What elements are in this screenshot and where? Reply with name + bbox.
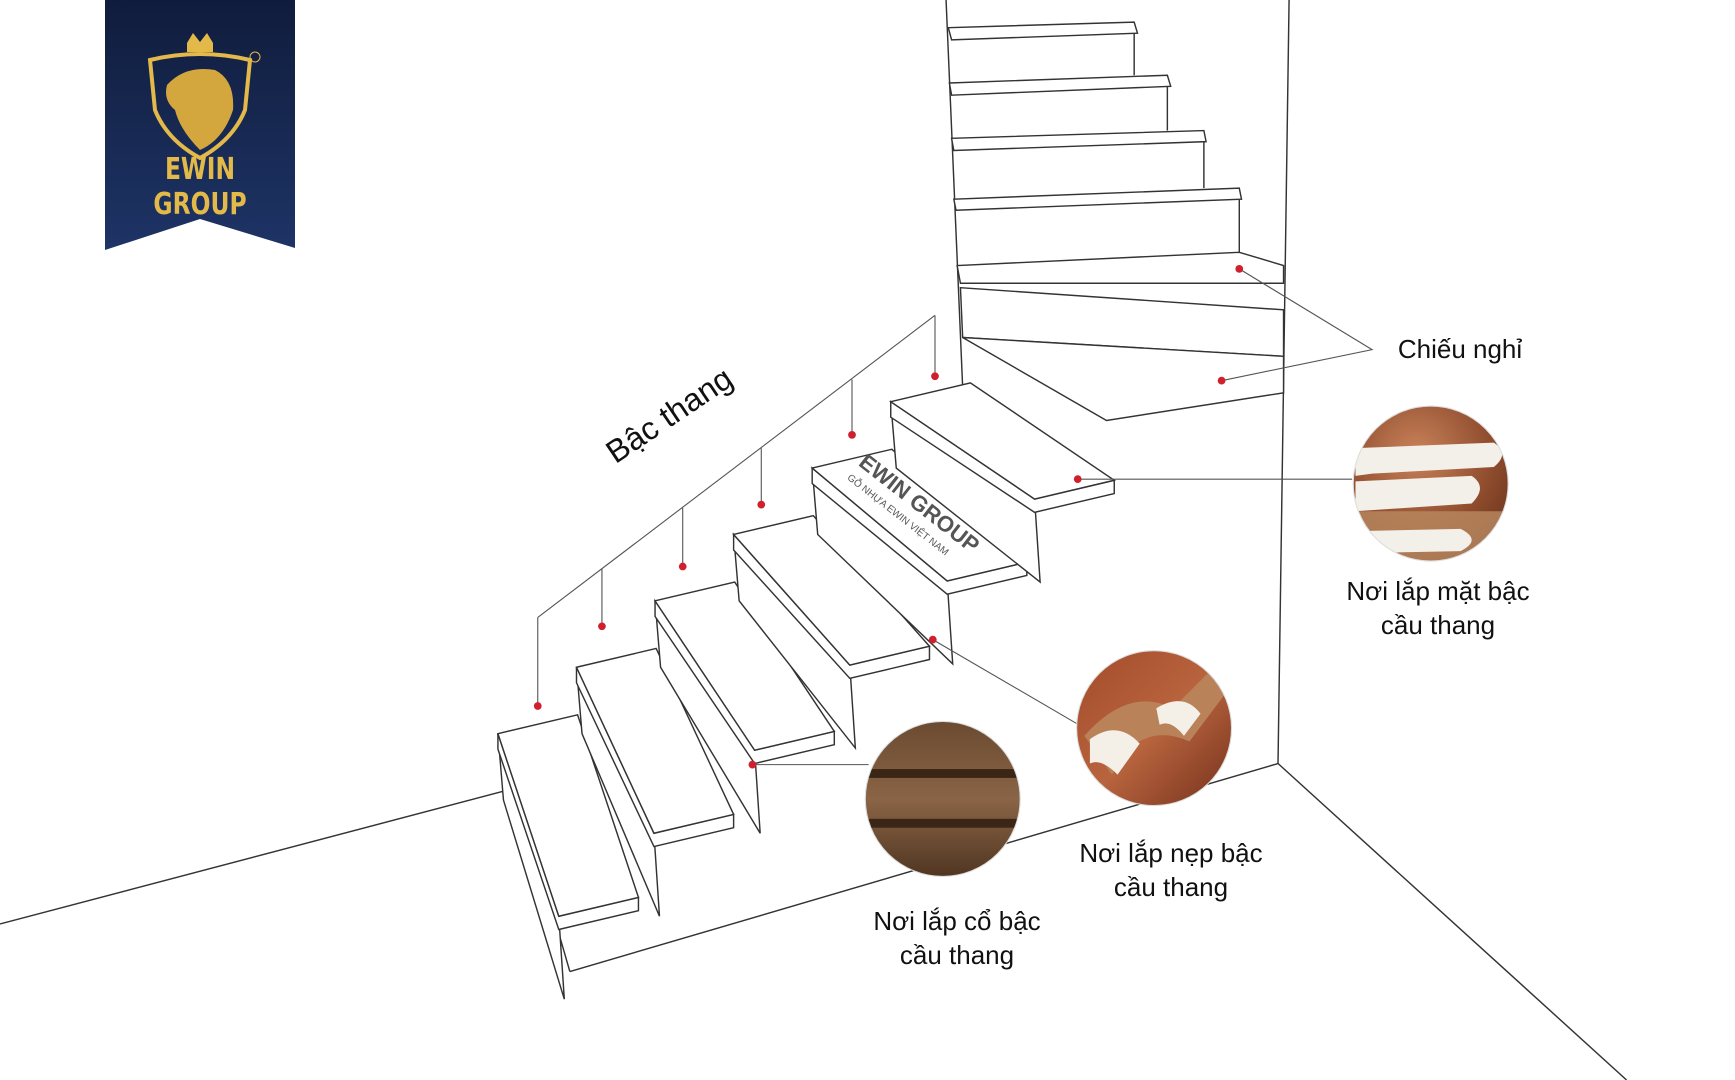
riser-product-image bbox=[865, 721, 1021, 877]
step-tread bbox=[888, 382, 1117, 500]
upper-flight bbox=[947, 21, 1285, 422]
logo-text: EWIN GROUP bbox=[153, 152, 247, 222]
marker-dots bbox=[533, 265, 1244, 769]
tread-label-line1: Nơi lắp mặt bậc bbox=[1346, 576, 1530, 606]
nosing-label-line1: Nơi lắp nẹp bậc bbox=[1079, 838, 1263, 868]
tread-product-image bbox=[1353, 406, 1509, 562]
lower-flight bbox=[496, 382, 1117, 1000]
nosing-label-line2: cầu thang bbox=[1113, 872, 1229, 902]
ewin-group-logo: EWIN GROUP bbox=[105, 0, 295, 250]
tread-label: Nơi lắp mặt bậc cầu thang bbox=[1318, 574, 1558, 642]
step-tread bbox=[653, 581, 836, 752]
nosing-product-image bbox=[1076, 650, 1232, 806]
leader-lines bbox=[537, 268, 1374, 766]
tread-label-line2: cầu thang bbox=[1380, 610, 1496, 640]
landing-label: Chiếu nghỉ bbox=[1397, 334, 1523, 364]
nosing-label: Nơi lắp nẹp bậc cầu thang bbox=[1051, 836, 1291, 904]
riser-label-line1: Nơi lắp cổ bậc bbox=[873, 906, 1041, 936]
step-tread bbox=[496, 713, 640, 918]
step-tread bbox=[732, 514, 931, 666]
step-tread bbox=[575, 647, 735, 835]
riser-label: Nơi lắp cổ bậc cầu thang bbox=[837, 904, 1077, 972]
riser-label-line2: cầu thang bbox=[899, 940, 1015, 970]
